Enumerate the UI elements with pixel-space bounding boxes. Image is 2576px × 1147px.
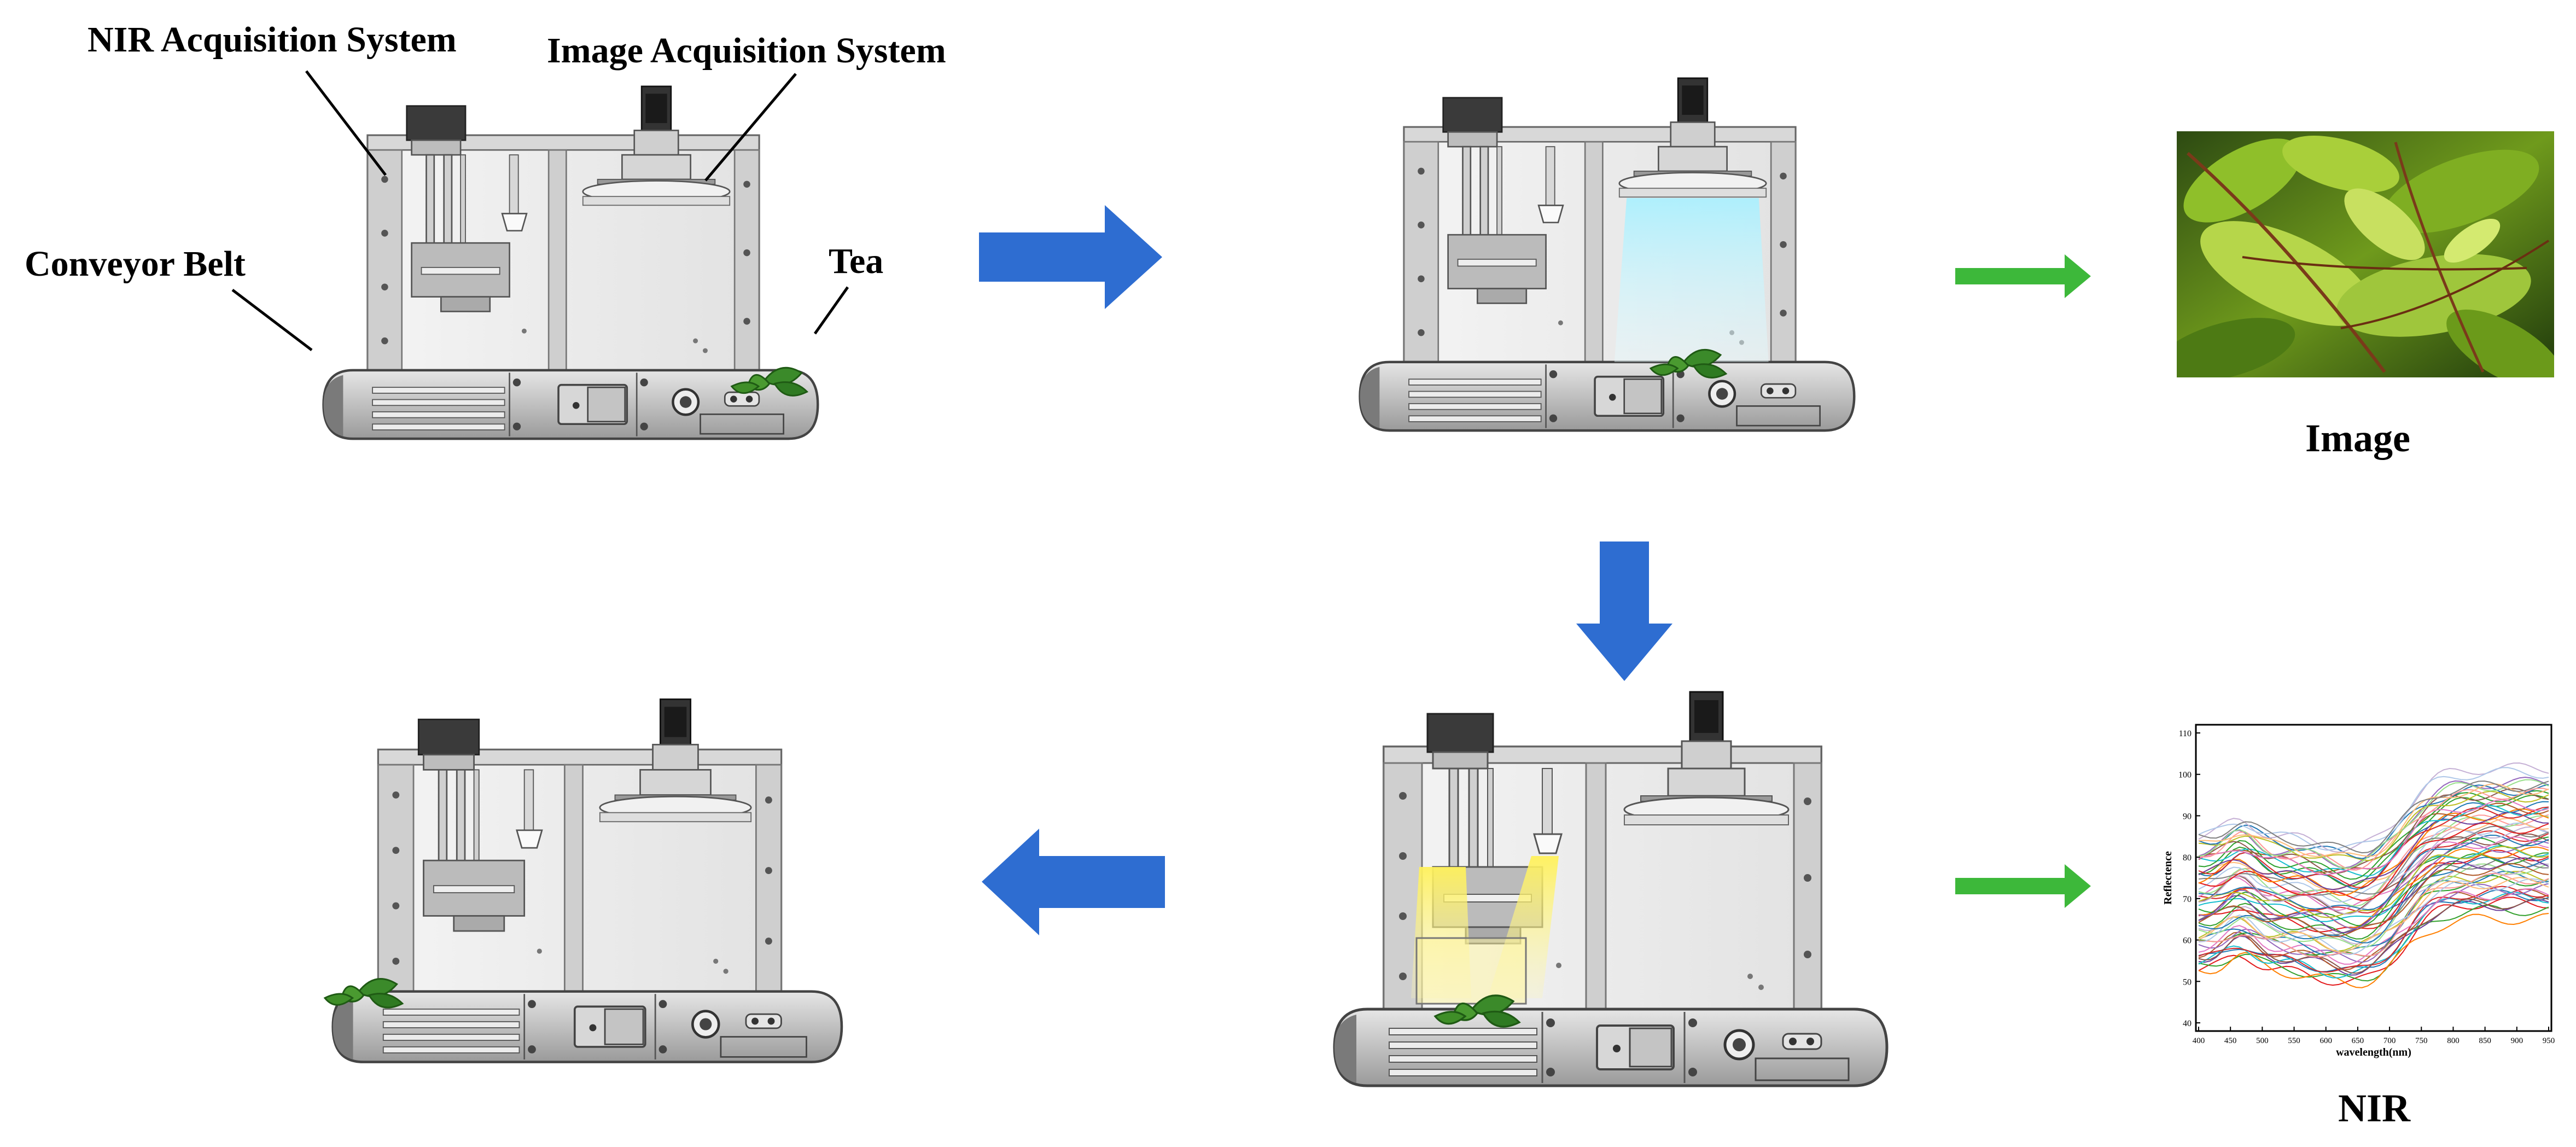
spectrum-curve: [2198, 852, 2549, 940]
spectrum-curve: [2198, 905, 2549, 982]
spectrum-curve: [2198, 784, 2549, 859]
spectrum-curve: [2198, 812, 2549, 890]
spectrum-curve: [2198, 872, 2549, 958]
green-arrow-nir: [1955, 864, 2091, 908]
tea-image: [2177, 131, 2554, 377]
spectrum-curve: [2198, 799, 2549, 876]
x-tick-label: 650: [2352, 1037, 2364, 1045]
spectrum-curve: [2198, 888, 2549, 965]
spectrum-curve: [2198, 790, 2549, 880]
spectrum-curve: [2198, 788, 2549, 871]
spectrum-curve: [2198, 849, 2549, 933]
y-tick-label: 40: [2183, 1019, 2192, 1028]
x-tick-label: 400: [2193, 1037, 2205, 1045]
spectrum-curve: [2198, 806, 2549, 888]
blue-arrow-left: [982, 829, 1165, 935]
x-tick-label: 900: [2511, 1037, 2523, 1045]
spectrum-curve: [2198, 896, 2549, 986]
x-tick-label: 750: [2415, 1037, 2428, 1045]
spectrum-curve: [2198, 863, 2549, 948]
nir-spectra-plot: 110 100 90 80 70 60 50 40 400 450 500 550 600 650 700…: [2162, 724, 2555, 1058]
spectrum-curve: [2198, 780, 2549, 854]
tea-label: Tea: [829, 241, 884, 281]
spectrum-curve: [2198, 846, 2549, 918]
x-tick-label: 800: [2447, 1037, 2460, 1045]
x-tick-label: 700: [2383, 1037, 2396, 1045]
x-axis-label: wavelength(nm): [2336, 1046, 2411, 1058]
spectrum-curve: [2198, 877, 2549, 953]
spectrum-curve: [2198, 779, 2549, 869]
spectrum-curve: [2198, 913, 2549, 988]
y-tick-label: 50: [2183, 977, 2192, 987]
spectrum-curve: [2198, 822, 2549, 903]
x-tick-label: 450: [2224, 1037, 2237, 1045]
spectrum-curve: [2198, 897, 2549, 974]
y-axis-label: Reflectence: [2162, 851, 2174, 905]
spectrum-curve: [2198, 825, 2549, 896]
conveyor-belt-label: Conveyor Belt: [25, 244, 246, 284]
spectrum-curve: [2198, 836, 2549, 927]
machine-image-capture: [1250, 68, 1950, 440]
image-caption: Image: [2305, 416, 2410, 460]
spectrum-curve: [2198, 883, 2549, 963]
x-tick-label: 850: [2479, 1037, 2491, 1045]
machine-output: [324, 689, 935, 1072]
camera-light-beam: [1614, 198, 1769, 362]
y-tick-label: 100: [2178, 771, 2192, 780]
x-tick-label: 600: [2319, 1037, 2332, 1045]
y-tick-label: 80: [2183, 853, 2192, 863]
green-arrow-image: [1955, 254, 2091, 298]
nir-system-label: NIR Acquisition System: [88, 20, 457, 60]
spectrum-curve: [2198, 886, 2549, 973]
nir-caption: NIR: [2338, 1086, 2411, 1130]
y-tick-label: 60: [2183, 936, 2192, 946]
x-tick-label: 950: [2543, 1037, 2555, 1045]
machine-nir-capture: [1242, 681, 1963, 1097]
spectrum-curve: [2198, 863, 2549, 938]
spectrum-curve: [2198, 776, 2549, 869]
y-tick-label: 90: [2183, 812, 2192, 821]
spectrum-curve: [2198, 889, 2549, 973]
y-tick-label: 70: [2183, 895, 2192, 904]
x-tick-label: 500: [2256, 1037, 2269, 1045]
spectrum-curve: [2198, 762, 2549, 853]
y-tick-label: 110: [2179, 729, 2192, 738]
spectrum-curve: [2198, 783, 2549, 857]
x-tick-label: 550: [2288, 1037, 2300, 1045]
spectrum-curve: [2198, 767, 2549, 851]
image-system-label: Image Acquisition System: [547, 31, 946, 71]
spectrum-curve: [2198, 808, 2549, 896]
blue-arrow-right: [979, 205, 1162, 309]
blue-arrow-down: [1576, 542, 1672, 681]
